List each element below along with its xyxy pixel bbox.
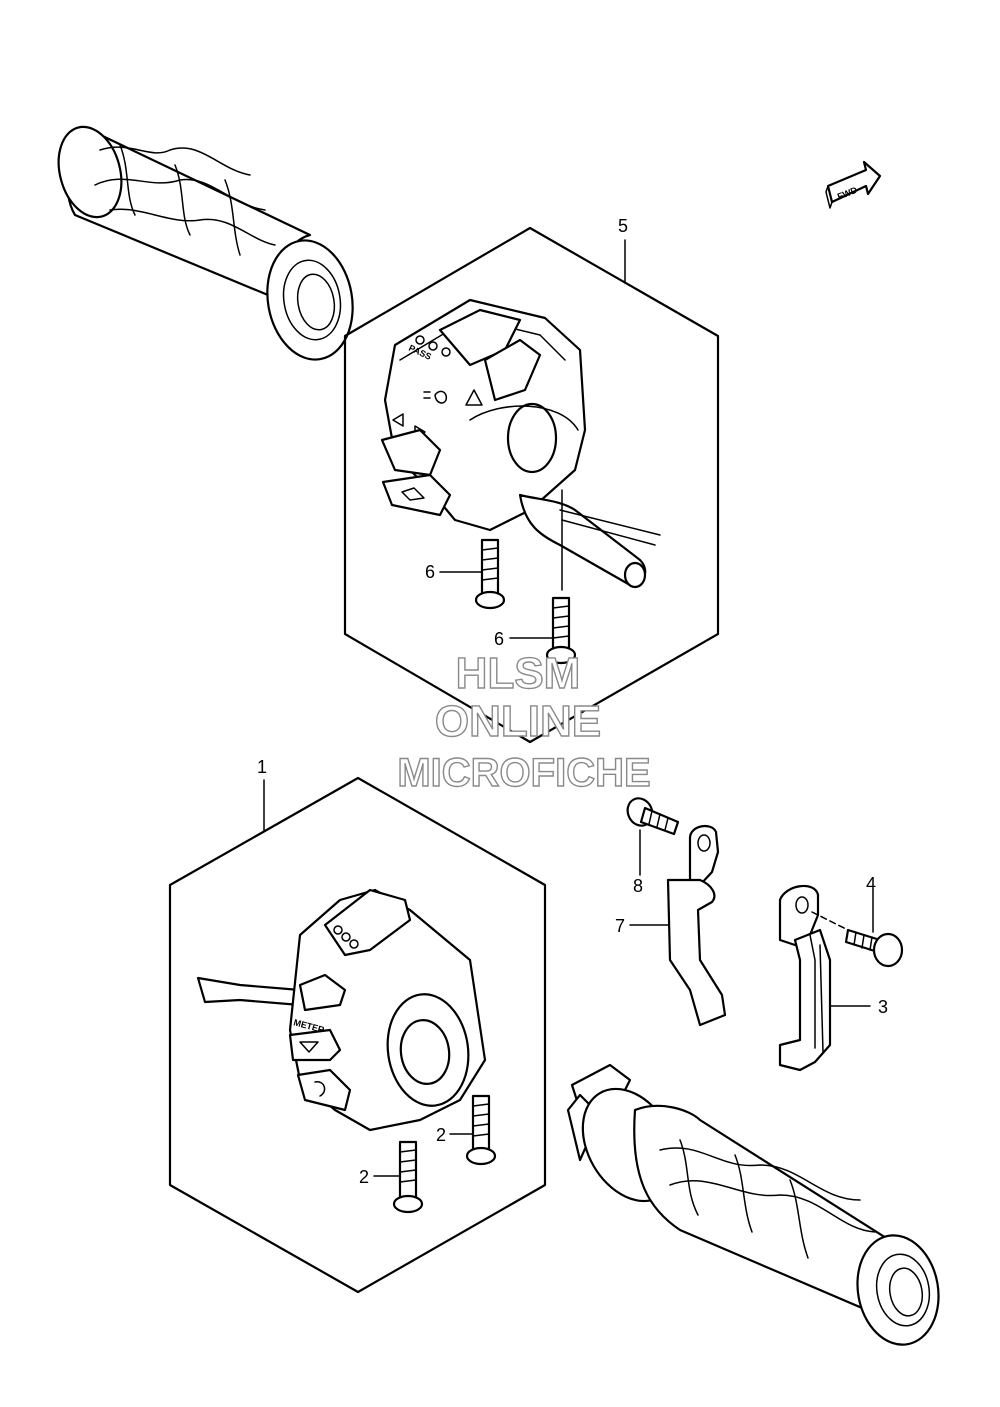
left-handlebar-switch: METER: [196, 888, 487, 1132]
assembly-frame-1: [168, 776, 547, 1294]
right-handlebar-switch: PASS: [380, 298, 661, 591]
watermark-line-1: HLSM: [456, 649, 581, 698]
callout-5: 5: [618, 216, 628, 236]
throttle-grip: [566, 1063, 940, 1346]
watermark-line-3: MICROFICHE: [397, 751, 650, 795]
callout-6a: 6: [425, 562, 435, 582]
bolt-8: [626, 797, 680, 876]
watermark: HLSM ONLINE MICROFICHE: [397, 648, 652, 795]
callout-6b: 6: [494, 629, 504, 649]
assembly-frame-5: [343, 226, 720, 744]
callout-2b: 2: [436, 1125, 446, 1145]
callout-7: 7: [615, 916, 625, 936]
horn-icon: [401, 487, 425, 501]
handlebar-clamp-3: [778, 884, 871, 1072]
headlight-icon: [423, 390, 448, 404]
callout-2a: 2: [359, 1167, 369, 1187]
screw-2a: [373, 1140, 424, 1214]
watermark-line-2: ONLINE: [435, 697, 601, 746]
screw-2b: [449, 1094, 497, 1166]
callout-8: 8: [633, 876, 643, 896]
handlebar-clamp-7: [629, 824, 727, 1027]
fwd-arrow-icon: FWD: [825, 160, 882, 209]
hazard-icon: [465, 389, 483, 406]
callout-4: 4: [866, 874, 876, 894]
callout-3: 3: [878, 997, 888, 1017]
callout-1: 1: [257, 757, 267, 777]
bolt-4: [844, 889, 904, 968]
screw-6b: [509, 596, 577, 665]
screw-6a: [439, 538, 506, 610]
left-handlebar-grip: [57, 125, 354, 361]
